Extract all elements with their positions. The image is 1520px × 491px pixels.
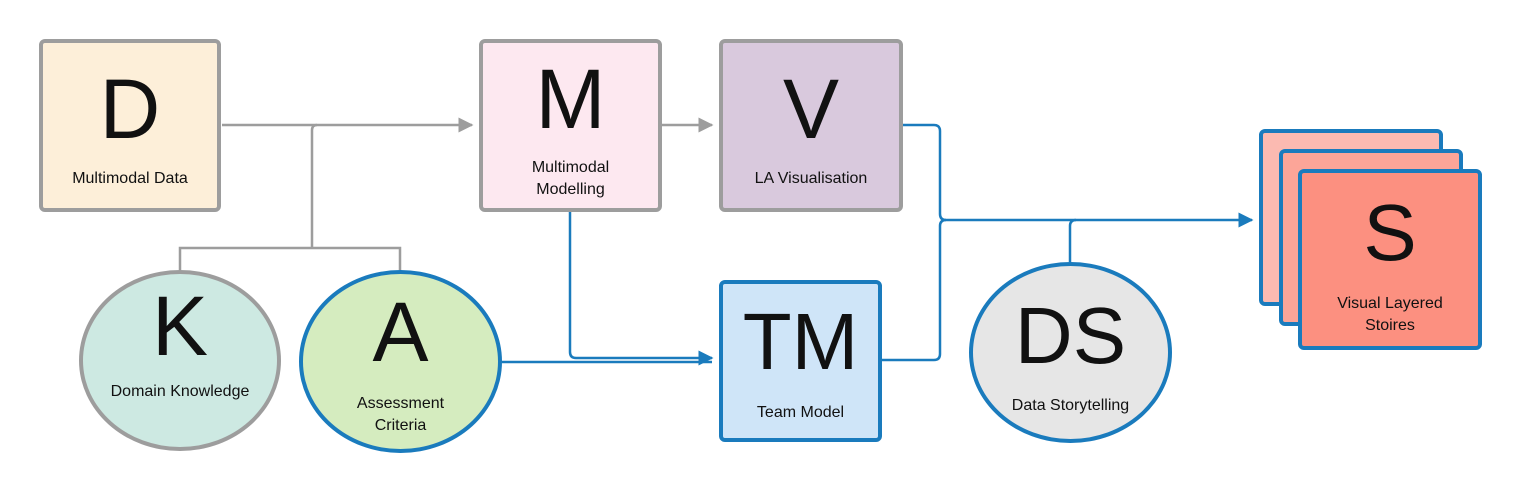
node-multimodal-modelling-label-line1: Multimodal: [531, 159, 610, 176]
node-assessment-criteria-letter: A: [372, 285, 429, 379]
node-assessment-criteria: A Assessment Criteria: [299, 270, 502, 453]
node-assessment-criteria-label-line2: Criteria: [374, 417, 427, 434]
node-domain-knowledge-label: Domain Knowledge: [110, 383, 250, 400]
node-multimodal-data-label: Multimodal Data: [72, 170, 188, 187]
node-domain-knowledge-letter: K: [151, 279, 209, 373]
node-multimodal-data: D Multimodal Data: [39, 39, 221, 212]
node-visual-layered-stories-letter: S: [1363, 188, 1417, 277]
node-la-visualisation: V LA Visualisation: [719, 39, 903, 212]
node-visual-layered-stories-label-line2: Stoires: [1365, 317, 1415, 334]
node-la-visualisation-label: LA Visualisation: [754, 170, 868, 187]
node-team-model-letter: TM: [742, 297, 859, 386]
node-team-model: TM Team Model: [719, 280, 882, 442]
connector-ds-to-s: [1068, 218, 1077, 262]
node-data-storytelling: DS Data Storytelling: [969, 262, 1172, 443]
connector-tm-to-s: [882, 218, 947, 362]
node-la-visualisation-letter: V: [782, 62, 840, 156]
node-visual-layered-stories-label-line1: Visual Layered: [1337, 295, 1443, 312]
node-multimodal-modelling-label-line2: Modelling: [536, 181, 605, 198]
connector-ka-to-m: [178, 123, 402, 270]
node-domain-knowledge: K Domain Knowledge: [79, 270, 281, 451]
node-data-storytelling-label: Data Storytelling: [1011, 397, 1130, 414]
node-multimodal-data-letter: D: [99, 62, 161, 156]
node-visual-layered-stories: S Visual Layered Stoires: [1298, 169, 1482, 350]
node-team-model-label: Team Model: [756, 404, 845, 421]
connector-v-to-s: [903, 123, 1254, 228]
node-assessment-criteria-label-line1: Assessment: [356, 395, 445, 412]
node-multimodal-modelling-letter: M: [535, 52, 606, 146]
connector-m-to-tm: [568, 212, 714, 366]
node-data-storytelling-letter: DS: [1014, 291, 1127, 380]
node-multimodal-modelling: M Multimodal Modelling: [479, 39, 662, 212]
